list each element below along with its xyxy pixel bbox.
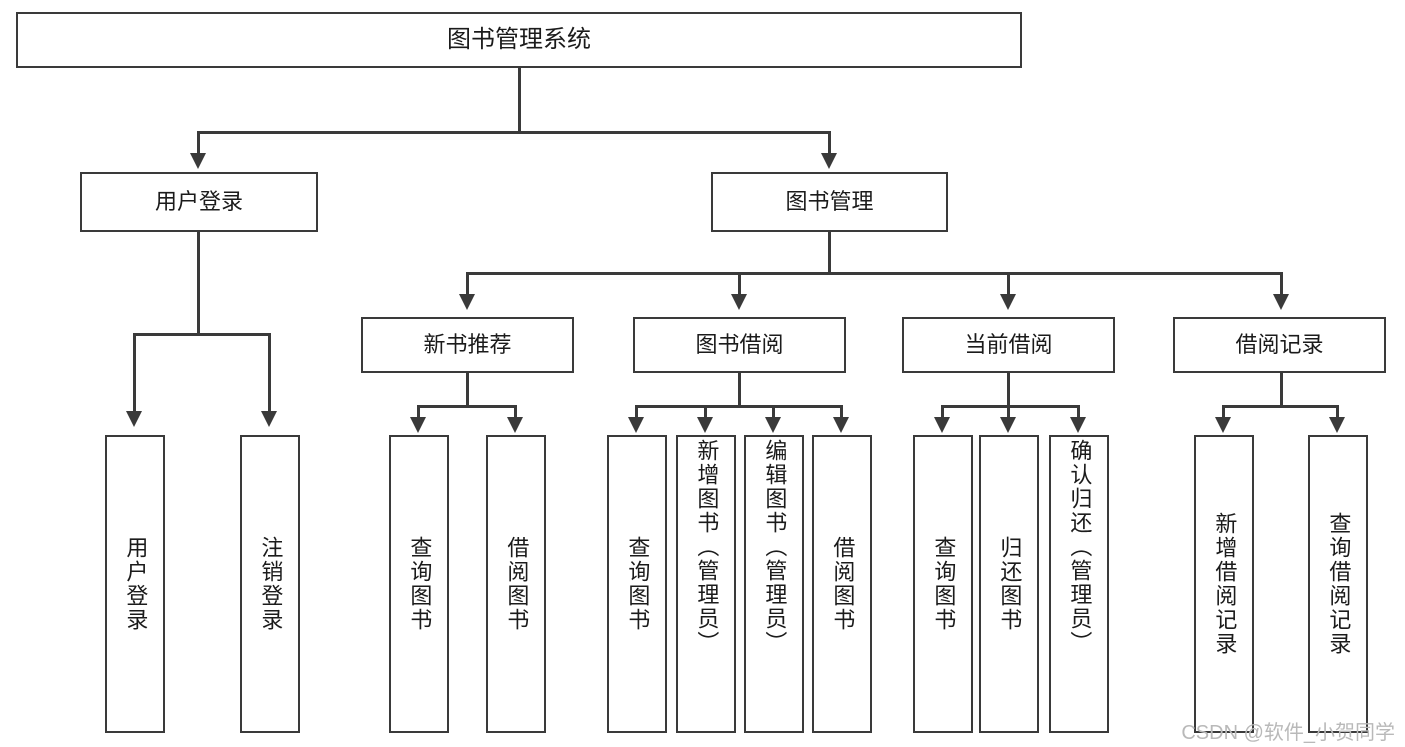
- node-label: 新书推荐: [423, 331, 512, 357]
- leaf-label: 查询图书: [625, 536, 651, 632]
- node-user-login[interactable]: 用户登录: [80, 172, 318, 232]
- node-label: 当前借阅: [964, 331, 1053, 357]
- leaf-user-login[interactable]: 用户登录: [105, 435, 165, 733]
- leaf-edit-book-admin[interactable]: 编辑图书（管理员）: [744, 435, 804, 733]
- leaf-label: 新增借阅记录: [1212, 512, 1238, 656]
- node-current-borrow[interactable]: 当前借阅: [902, 317, 1115, 373]
- connector-user-login-bus: [133, 333, 270, 336]
- leaf-add-borrow-record[interactable]: 新增借阅记录: [1194, 435, 1254, 733]
- arrowhead-leaf-new-book-1: [410, 417, 426, 433]
- arrowhead-current-borrow: [1000, 294, 1016, 310]
- arrowhead-leaf-current-borrow-1: [934, 417, 950, 433]
- leaf-query-borrow-record[interactable]: 查询借阅记录: [1308, 435, 1368, 733]
- arrowhead-leaf-borrow-record-2: [1329, 417, 1345, 433]
- leaf-return-book[interactable]: 归还图书: [979, 435, 1039, 733]
- connector-book-borrow-drop-3: [772, 405, 775, 419]
- connector-user-login-stem: [197, 232, 200, 335]
- leaf-label: 确认归还（管理员）: [1067, 439, 1093, 655]
- connector-book-borrow-drop-2: [704, 405, 707, 419]
- connector-user-login-drop-1: [133, 333, 136, 413]
- connector-new-book-drop-1: [417, 405, 420, 419]
- connector-drop-current-borrow: [1007, 272, 1010, 296]
- connector-level3-bus: [466, 272, 1283, 275]
- arrowhead-leaf-user-login-1: [126, 411, 142, 427]
- connector-drop-book-manage: [828, 131, 831, 155]
- node-borrow-record[interactable]: 借阅记录: [1173, 317, 1386, 373]
- connector-new-book-drop-2: [514, 405, 517, 419]
- leaf-label: 查询借阅记录: [1326, 512, 1352, 656]
- leaf-borrow-book-recommend[interactable]: 借阅图书: [486, 435, 546, 733]
- connector-drop-borrow-record: [1280, 272, 1283, 296]
- arrowhead-leaf-current-borrow-3: [1070, 417, 1086, 433]
- node-label: 图书管理: [785, 188, 874, 214]
- leaf-label: 注销登录: [258, 536, 284, 632]
- leaf-confirm-return-admin[interactable]: 确认归还（管理员）: [1049, 435, 1109, 733]
- connector-book-borrow-bus: [635, 405, 843, 408]
- connector-borrow-record-drop-1: [1222, 405, 1225, 419]
- node-label: 图书管理系统: [447, 25, 591, 53]
- connector-borrow-record-bus: [1222, 405, 1339, 408]
- connector-book-borrow-stem: [738, 373, 741, 407]
- connector-borrow-record-drop-2: [1336, 405, 1339, 419]
- leaf-label: 查询图书: [931, 536, 957, 632]
- connector-current-borrow-drop-1: [941, 405, 944, 419]
- connector-current-borrow-drop-3: [1077, 405, 1080, 419]
- arrowhead-book-borrow: [731, 294, 747, 310]
- connector-drop-new-book: [466, 272, 469, 296]
- leaf-label: 借阅图书: [830, 536, 856, 632]
- arrowhead-leaf-book-borrow-4: [833, 417, 849, 433]
- node-book-borrow[interactable]: 图书借阅: [633, 317, 846, 373]
- arrowhead-leaf-current-borrow-2: [1000, 417, 1016, 433]
- leaf-add-book-admin[interactable]: 新增图书（管理员）: [676, 435, 736, 733]
- node-label: 图书借阅: [695, 331, 784, 357]
- leaf-query-book-current[interactable]: 查询图书: [913, 435, 973, 733]
- leaf-label: 借阅图书: [504, 536, 530, 632]
- leaf-label: 新增图书（管理员）: [694, 439, 720, 655]
- connector-level2-bus: [197, 131, 830, 134]
- arrowhead-borrow-record: [1273, 294, 1289, 310]
- connector-drop-user-login: [197, 131, 200, 155]
- connector-new-book-bus: [417, 405, 517, 408]
- connector-user-login-drop-2: [268, 333, 271, 413]
- node-root-system[interactable]: 图书管理系统: [16, 12, 1022, 68]
- leaf-query-book-borrow[interactable]: 查询图书: [607, 435, 667, 733]
- arrowhead-leaf-user-login-2: [261, 411, 277, 427]
- connector-current-borrow-drop-2: [1007, 405, 1010, 419]
- arrowhead-user-login: [190, 153, 206, 169]
- arrowhead-leaf-book-borrow-2: [697, 417, 713, 433]
- node-label: 用户登录: [154, 188, 243, 214]
- arrowhead-leaf-book-borrow-1: [628, 417, 644, 433]
- leaf-label: 查询图书: [407, 536, 433, 632]
- arrowhead-leaf-new-book-2: [507, 417, 523, 433]
- arrowhead-new-book: [459, 294, 475, 310]
- connector-borrow-record-stem: [1280, 373, 1283, 407]
- node-new-book-recommend[interactable]: 新书推荐: [361, 317, 574, 373]
- leaf-query-book-recommend[interactable]: 查询图书: [389, 435, 449, 733]
- arrowhead-leaf-book-borrow-3: [765, 417, 781, 433]
- arrowhead-book-manage: [821, 153, 837, 169]
- connector-drop-book-borrow: [738, 272, 741, 296]
- leaf-label: 用户登录: [123, 536, 149, 632]
- leaf-borrow-book[interactable]: 借阅图书: [812, 435, 872, 733]
- arrowhead-leaf-borrow-record-1: [1215, 417, 1231, 433]
- connector-new-book-stem: [466, 373, 469, 407]
- connector-book-borrow-drop-1: [635, 405, 638, 419]
- node-label: 借阅记录: [1235, 331, 1324, 357]
- connector-current-borrow-bus: [941, 405, 1080, 408]
- connector-book-manage-stem: [828, 232, 831, 274]
- node-book-management[interactable]: 图书管理: [711, 172, 948, 232]
- leaf-logout[interactable]: 注销登录: [240, 435, 300, 733]
- connector-current-borrow-stem: [1007, 373, 1010, 407]
- connector-root-stem: [518, 68, 521, 133]
- connector-book-borrow-drop-4: [840, 405, 843, 419]
- leaf-label: 归还图书: [997, 536, 1023, 632]
- leaf-label: 编辑图书（管理员）: [762, 439, 788, 655]
